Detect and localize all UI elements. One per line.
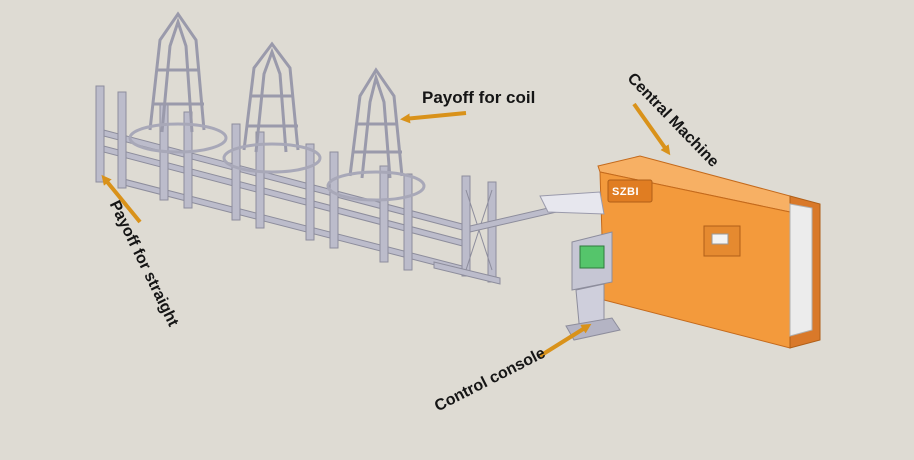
arrow-payoff-coil	[400, 111, 467, 124]
machine-brand-plate: SZBI	[612, 186, 640, 198]
coil-payoff-tower-1	[128, 11, 228, 154]
arrow-control-console	[538, 323, 592, 358]
label-payoff-coil: Payoff for coil	[422, 88, 536, 107]
coil-payoff-tower-3	[326, 67, 426, 202]
central-machine	[539, 155, 821, 349]
coil-payoff-tower-2	[222, 41, 322, 174]
arrow-central-machine	[632, 102, 671, 156]
control-console	[565, 231, 621, 341]
straight-payoff-frame	[95, 85, 601, 285]
arrow-payoff-straight	[101, 174, 142, 224]
